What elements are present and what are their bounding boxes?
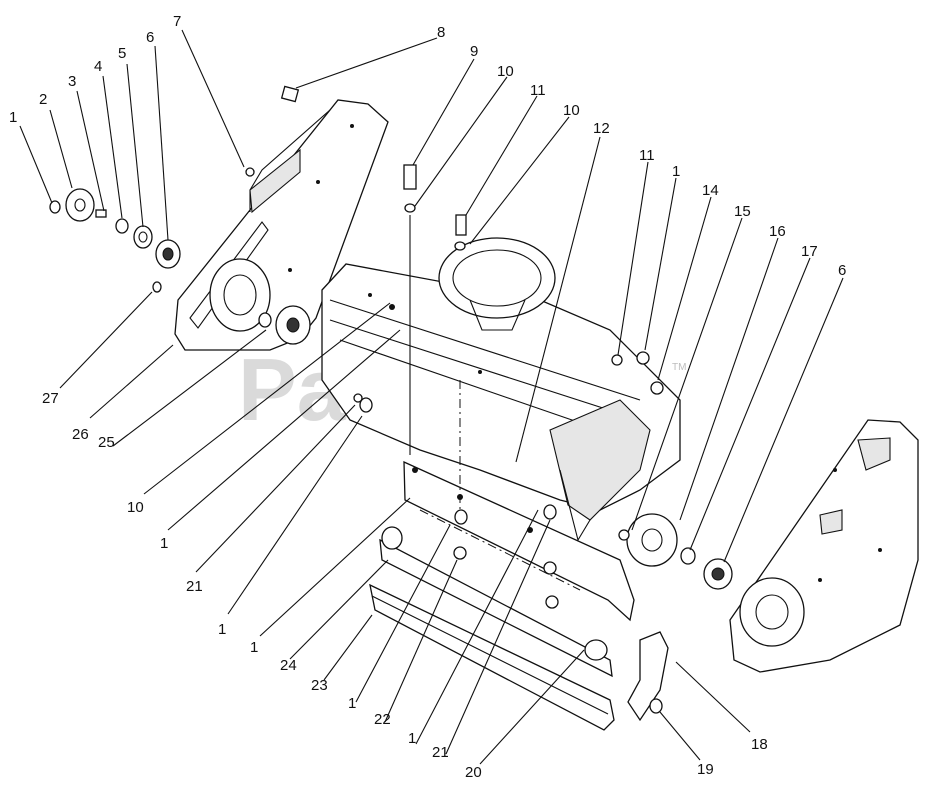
callout-8: 8 <box>437 24 445 41</box>
callout-10: 10 <box>497 63 514 80</box>
callout-27: 27 <box>42 390 59 407</box>
callout-25: 25 <box>98 434 115 451</box>
callout-3: 3 <box>68 73 76 90</box>
callout-1: 1 <box>348 695 356 712</box>
right-side-plate <box>729 419 919 673</box>
skid-shoe <box>627 631 669 722</box>
callout-labels: 1 2 3 4 5 6 7 8 9 10 11 10 12 11 1 14 15… <box>9 13 846 781</box>
callout-12: 12 <box>593 120 610 137</box>
callout-21: 21 <box>432 744 449 761</box>
leader-lines <box>19 29 844 765</box>
callout-2: 2 <box>39 91 47 108</box>
callout-22: 22 <box>374 711 391 728</box>
callout-6: 6 <box>838 262 846 279</box>
callout-1: 1 <box>250 639 258 656</box>
callout-10: 10 <box>127 499 144 516</box>
callout-1: 1 <box>672 163 680 180</box>
callout-18: 18 <box>751 736 768 753</box>
callout-11: 11 <box>639 147 655 164</box>
right-bearing-stack <box>618 513 733 590</box>
callout-7: 7 <box>173 13 181 30</box>
callout-16: 16 <box>769 223 786 240</box>
callout-21: 21 <box>186 578 203 595</box>
callout-10: 10 <box>563 102 580 119</box>
callout-1: 1 <box>408 730 416 747</box>
callout-26: 26 <box>72 426 89 443</box>
callout-15: 15 <box>734 203 751 220</box>
center-fasteners <box>353 164 664 609</box>
scraper-assembly <box>369 460 635 731</box>
callout-5: 5 <box>118 45 126 62</box>
callout-4: 4 <box>94 58 102 75</box>
callout-19: 19 <box>697 761 714 778</box>
callout-23: 23 <box>311 677 328 694</box>
callout-20: 20 <box>465 764 482 781</box>
callout-17: 17 <box>801 243 818 260</box>
callout-14: 14 <box>702 182 719 199</box>
callout-6: 6 <box>146 29 154 46</box>
left-bearing-stack <box>49 85 311 345</box>
callout-1: 1 <box>160 535 168 552</box>
callout-11: 11 <box>530 82 546 99</box>
auger-housing <box>321 237 681 542</box>
callout-1: 1 <box>9 109 17 126</box>
callout-1: 1 <box>218 621 226 638</box>
watermark-trademark: TM <box>672 362 686 373</box>
callout-9: 9 <box>470 43 478 60</box>
callout-24: 24 <box>280 657 297 674</box>
